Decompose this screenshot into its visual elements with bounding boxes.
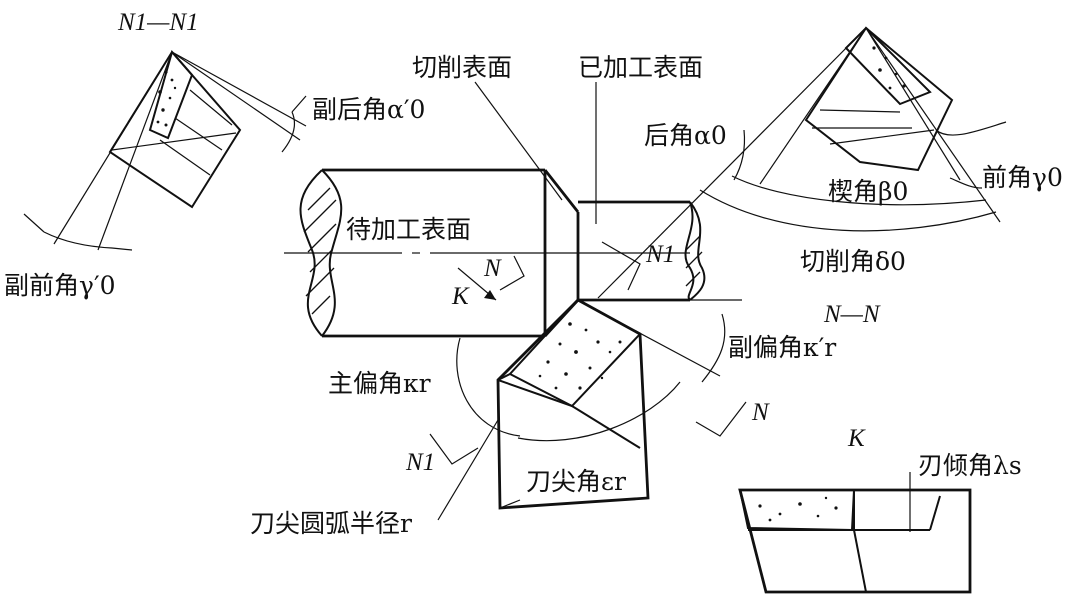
main-tool [496, 298, 650, 510]
k-shank-split [853, 529, 867, 593]
n1-insert [148, 49, 194, 140]
tool-insert-dots [538, 322, 622, 390]
surface-to-machine-label: 待加工表面 [346, 215, 471, 244]
tool-shank-bottom [499, 499, 521, 509]
arrow-leader [23, 213, 45, 233]
tool-seat-line [571, 405, 641, 449]
cutting-angle-label: 切削角δ0 [800, 247, 906, 276]
n1-rake-face [111, 132, 237, 151]
n1-cut-marker-right [601, 241, 641, 291]
n-marker-lower [695, 401, 747, 437]
minor-cutting-edge-angle-arc [701, 313, 726, 383]
n1-marker-lower-label: N1 [405, 449, 435, 476]
cutting-angle-arc [699, 189, 997, 232]
tool-nose-angle-arc [517, 381, 681, 442]
nose-radius-label: 刀尖圆弧半径r [250, 509, 412, 538]
k-view-title: K [847, 425, 866, 452]
minor-edge-extension [577, 299, 721, 377]
n-section-title: N—N [823, 301, 881, 328]
minor-cutting-edge-angle-label: 副偏角κ′r [728, 333, 836, 362]
n-reference-line-right [865, 27, 1001, 223]
k-tool-outline [738, 488, 972, 594]
k-insert [738, 489, 856, 532]
rake-angle-label: 前角γ0 [982, 163, 1063, 192]
n-marker-lower-label: N [751, 399, 770, 426]
flank-angle-label: 后角α0 [644, 121, 727, 150]
n-hatch-line [819, 109, 901, 113]
n1-cut-marker [499, 255, 525, 291]
cutting-surface-leader [474, 81, 563, 201]
n1-marker-lower [429, 433, 479, 465]
workpiece-section-hatch [303, 187, 703, 315]
n1-reference-line [171, 51, 301, 141]
k-edge-tilt [929, 495, 941, 531]
tool-seat-line-low [497, 379, 573, 407]
n1-tool-body [108, 50, 242, 209]
nose-radius-leader [437, 419, 499, 521]
major-cutting-edge-angle-arc [456, 337, 521, 437]
n1-hatch-line [189, 89, 233, 126]
arrow-leader [291, 95, 307, 113]
workpiece-break-right [684, 201, 695, 301]
n1-marker-right: N1 [645, 241, 675, 268]
n-marker-small: N [483, 255, 502, 282]
n-break-line [935, 121, 1007, 136]
n-tool-body [804, 26, 954, 172]
tool-shank-right [639, 333, 649, 499]
workpiece-break-left [299, 169, 323, 337]
major-cutting-edge-angle-label: 主偏角κr [328, 369, 431, 398]
n-section-view: 后角α0 楔角β0 前角γ0 切削角δ0 [597, 26, 1063, 299]
workpiece: 待加工表面 [284, 168, 742, 338]
n-hatch-line [829, 129, 935, 145]
k-direction-label: K [451, 283, 470, 310]
cutting-surface-chamfer [543, 169, 580, 213]
n1-reference-line [171, 51, 307, 127]
wedge-angle-label: 楔角β0 [828, 177, 908, 206]
n1-insert-dots [156, 70, 177, 127]
n1-minor-flank-arc [281, 111, 295, 153]
n1-hatch-line [174, 117, 223, 151]
machined-surface-label: 已加工表面 [578, 53, 703, 82]
n-rake-line [865, 27, 961, 181]
rake-angle-arc [949, 177, 983, 189]
k-view: K 刃倾角λs [738, 425, 1022, 594]
minor-flank-angle-label: 副后角α′0 [312, 95, 425, 124]
n1-hatch-line [159, 139, 211, 176]
cutting-surface-label: 切削表面 [412, 53, 512, 82]
arrow-leader [111, 247, 133, 251]
tool-nose-edge [497, 373, 511, 381]
n-wedge-line [759, 27, 867, 185]
n1-minor-rake-arc [43, 231, 113, 249]
inclination-angle-label: 刃倾角λs [918, 451, 1022, 480]
minor-rake-angle-label: 副前角γ′0 [4, 271, 116, 300]
k-view-arrowhead [484, 290, 496, 300]
n1-section-title: N1—N1 [117, 9, 199, 36]
flank-angle-arc [733, 129, 746, 181]
workpiece-break-right-inner [689, 201, 706, 301]
n-reference-line [597, 27, 867, 299]
k-insert-dots [758, 496, 838, 522]
wedge-angle-arc [731, 175, 987, 206]
tool-nose-angle-label: 刀尖角εr [526, 467, 626, 496]
n1-section-view: N1—N1 副后角α′0 副前角γ′0 [4, 9, 425, 300]
n1-reference-line [53, 51, 173, 245]
n1-reference-line [97, 51, 173, 251]
